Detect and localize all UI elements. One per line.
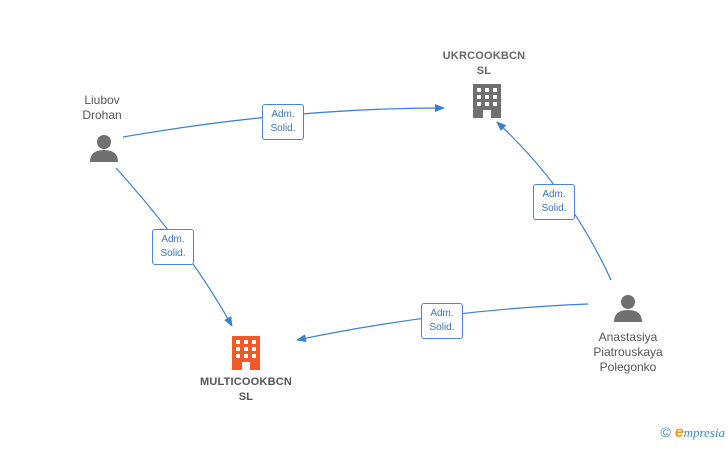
brand-initial: e — [674, 424, 684, 441]
edge-label-anastasiya-multicookbcn: Adm. Solid. — [421, 303, 463, 339]
edge-role-line1: Adm. — [430, 308, 454, 319]
empresia-watermark: © empresia — [660, 424, 725, 442]
edge-role-line2: Solid. — [270, 123, 296, 134]
edge-role-line2: Solid. — [429, 322, 455, 333]
person-label-liubov[interactable]: Liubov Drohan — [82, 93, 122, 122]
person-label-anastasiya[interactable]: Anastasiya Piatrouskaya Polegonko — [593, 330, 663, 374]
edge-label-liubov-multicookbcn: Adm. Solid. — [152, 229, 194, 265]
company-label-ukrcookbcn[interactable]: UKRCOOKBCN SL — [442, 50, 526, 77]
company-label-multicookbcn[interactable]: MULTICOOKBCN SL — [199, 376, 293, 403]
edge-label-liubov-ukrcookbcn: Adm. Solid. — [262, 104, 304, 140]
edge-role-line2: Solid. — [541, 203, 567, 214]
building-icon[interactable] — [473, 84, 501, 118]
edge-role-line1: Adm. — [161, 234, 185, 245]
edge-role-line1: Adm. — [271, 109, 295, 120]
edge-label-anastasiya-ukrcookbcn: Adm. Solid. — [533, 184, 575, 220]
brand-name: mpresia — [683, 425, 725, 440]
person-icon[interactable] — [614, 295, 642, 322]
edge-role-line1: Adm. — [542, 189, 566, 200]
edge-role-line2: Solid. — [160, 248, 186, 259]
copyright-symbol: © — [660, 424, 671, 440]
person-icon[interactable] — [90, 135, 118, 162]
building-icon[interactable] — [232, 336, 260, 370]
